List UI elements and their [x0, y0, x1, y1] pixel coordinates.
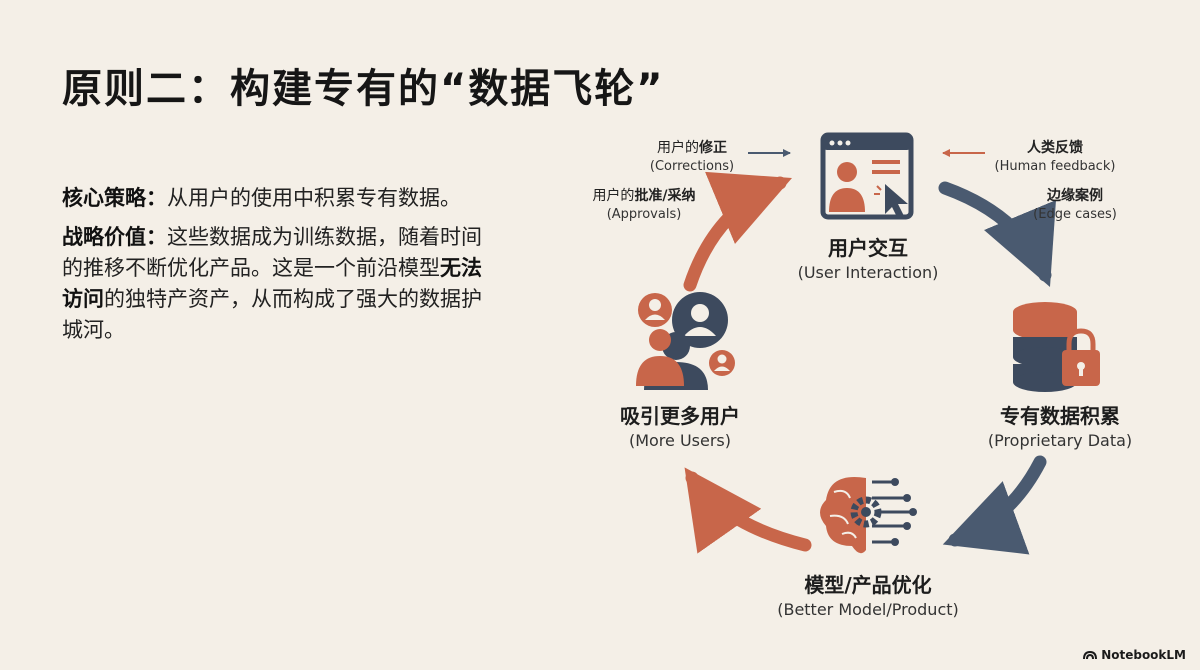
strategic-value: 战略价值：这些数据成为训练数据，随着时间的推移不断优化产品。这是一个前沿模型无法… — [62, 222, 482, 346]
node-more-users-zh: 吸引更多用户 — [620, 404, 740, 428]
human-feedback-zh: 人类反馈 — [1027, 140, 1083, 156]
strategic-value-text-end: 的独特产资产，从而构成了强大的数据护城河。 — [62, 287, 482, 342]
core-strategy-label: 核心策略： — [62, 186, 167, 210]
strategic-value-bold: 无法访问 — [62, 256, 482, 311]
node-user-interaction-zh: 用户交互 — [828, 236, 908, 260]
approvals-label: 用户的批准/采纳 (Approvals) — [570, 186, 718, 224]
human-feedback-label: 人类反馈 (Human feedback) — [988, 138, 1122, 176]
human-feedback-en: (Human feedback) — [994, 159, 1116, 174]
approvals-en: (Approvals) — [606, 207, 682, 222]
node-more-users: 吸引更多用户 (More Users) — [600, 402, 760, 452]
notebooklm-logo-icon — [1083, 650, 1098, 660]
arrow-data-to-model — [942, 455, 1047, 555]
node-better-model: 模型/产品优化 (Better Model/Product) — [748, 571, 988, 621]
edge-cases-label: 边缘案例 (Edge cases) — [1026, 186, 1124, 224]
brand-text: NotebookLM — [1101, 648, 1186, 662]
core-strategy: 核心策略：从用户的使用中积累专有数据。 — [62, 183, 482, 214]
arrow-users-to-interaction — [683, 171, 793, 292]
page-title: 原则二：构建专有的“数据飞轮” — [62, 66, 665, 112]
node-more-users-en: (More Users) — [628, 431, 732, 450]
node-proprietary-data-en: (Proprietary Data) — [987, 431, 1133, 450]
user-screen-cursor-icon — [820, 132, 914, 220]
corrections-bold: 修正 — [699, 140, 727, 156]
node-better-model-zh: 模型/产品优化 — [804, 573, 932, 597]
corrections-prefix: 用户的 — [657, 140, 699, 156]
approvals-bold: 批准/采纳 — [634, 188, 696, 204]
description: 核心策略：从用户的使用中积累专有数据。 战略价值：这些数据成为训练数据，随着时间… — [62, 183, 482, 354]
approvals-prefix: 用户的 — [592, 188, 635, 204]
node-user-interaction: 用户交互 (User Interaction) — [768, 234, 968, 284]
database-lock-icon — [1013, 302, 1100, 392]
arrow-model-to-users — [684, 467, 812, 554]
edge-cases-en: (Edge cases) — [1033, 207, 1117, 222]
node-user-interaction-en: (User Interaction) — [797, 263, 939, 282]
brain-gear-circuit-icon — [820, 476, 917, 554]
corrections-label: 用户的修正 (Corrections) — [640, 138, 744, 176]
strategic-value-label: 战略价值： — [62, 225, 167, 249]
node-proprietary-data: 专有数据积累 (Proprietary Data) — [960, 402, 1160, 452]
corrections-en: (Corrections) — [649, 159, 735, 174]
arrow-interaction-to-data — [938, 181, 1056, 287]
node-proprietary-data-zh: 专有数据积累 — [1000, 404, 1120, 428]
core-strategy-text: 从用户的使用中积累专有数据。 — [167, 186, 461, 210]
notebooklm-brand: NotebookLM — [1083, 648, 1186, 662]
node-better-model-en: (Better Model/Product) — [777, 600, 959, 619]
user-group-icon — [636, 292, 735, 390]
edge-cases-zh: 边缘案例 — [1047, 188, 1103, 204]
strategic-value-text: 这些数据成为训练数据，随着时间的推移不断优化产品。这是一个前沿模型 — [62, 225, 482, 280]
